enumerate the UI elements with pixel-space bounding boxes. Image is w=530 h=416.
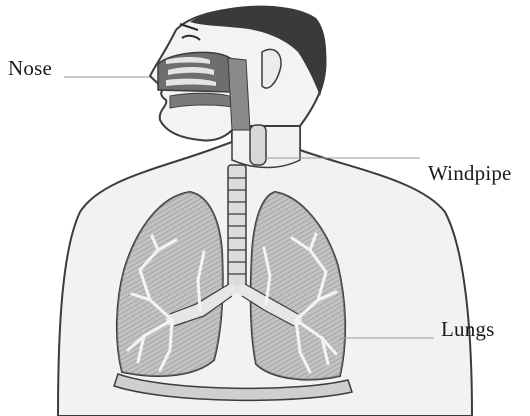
pharynx: [228, 58, 250, 130]
lungs-label: Lungs: [441, 317, 495, 342]
windpipe-label: Windpipe: [428, 161, 512, 186]
nose-label: Nose: [8, 56, 52, 81]
